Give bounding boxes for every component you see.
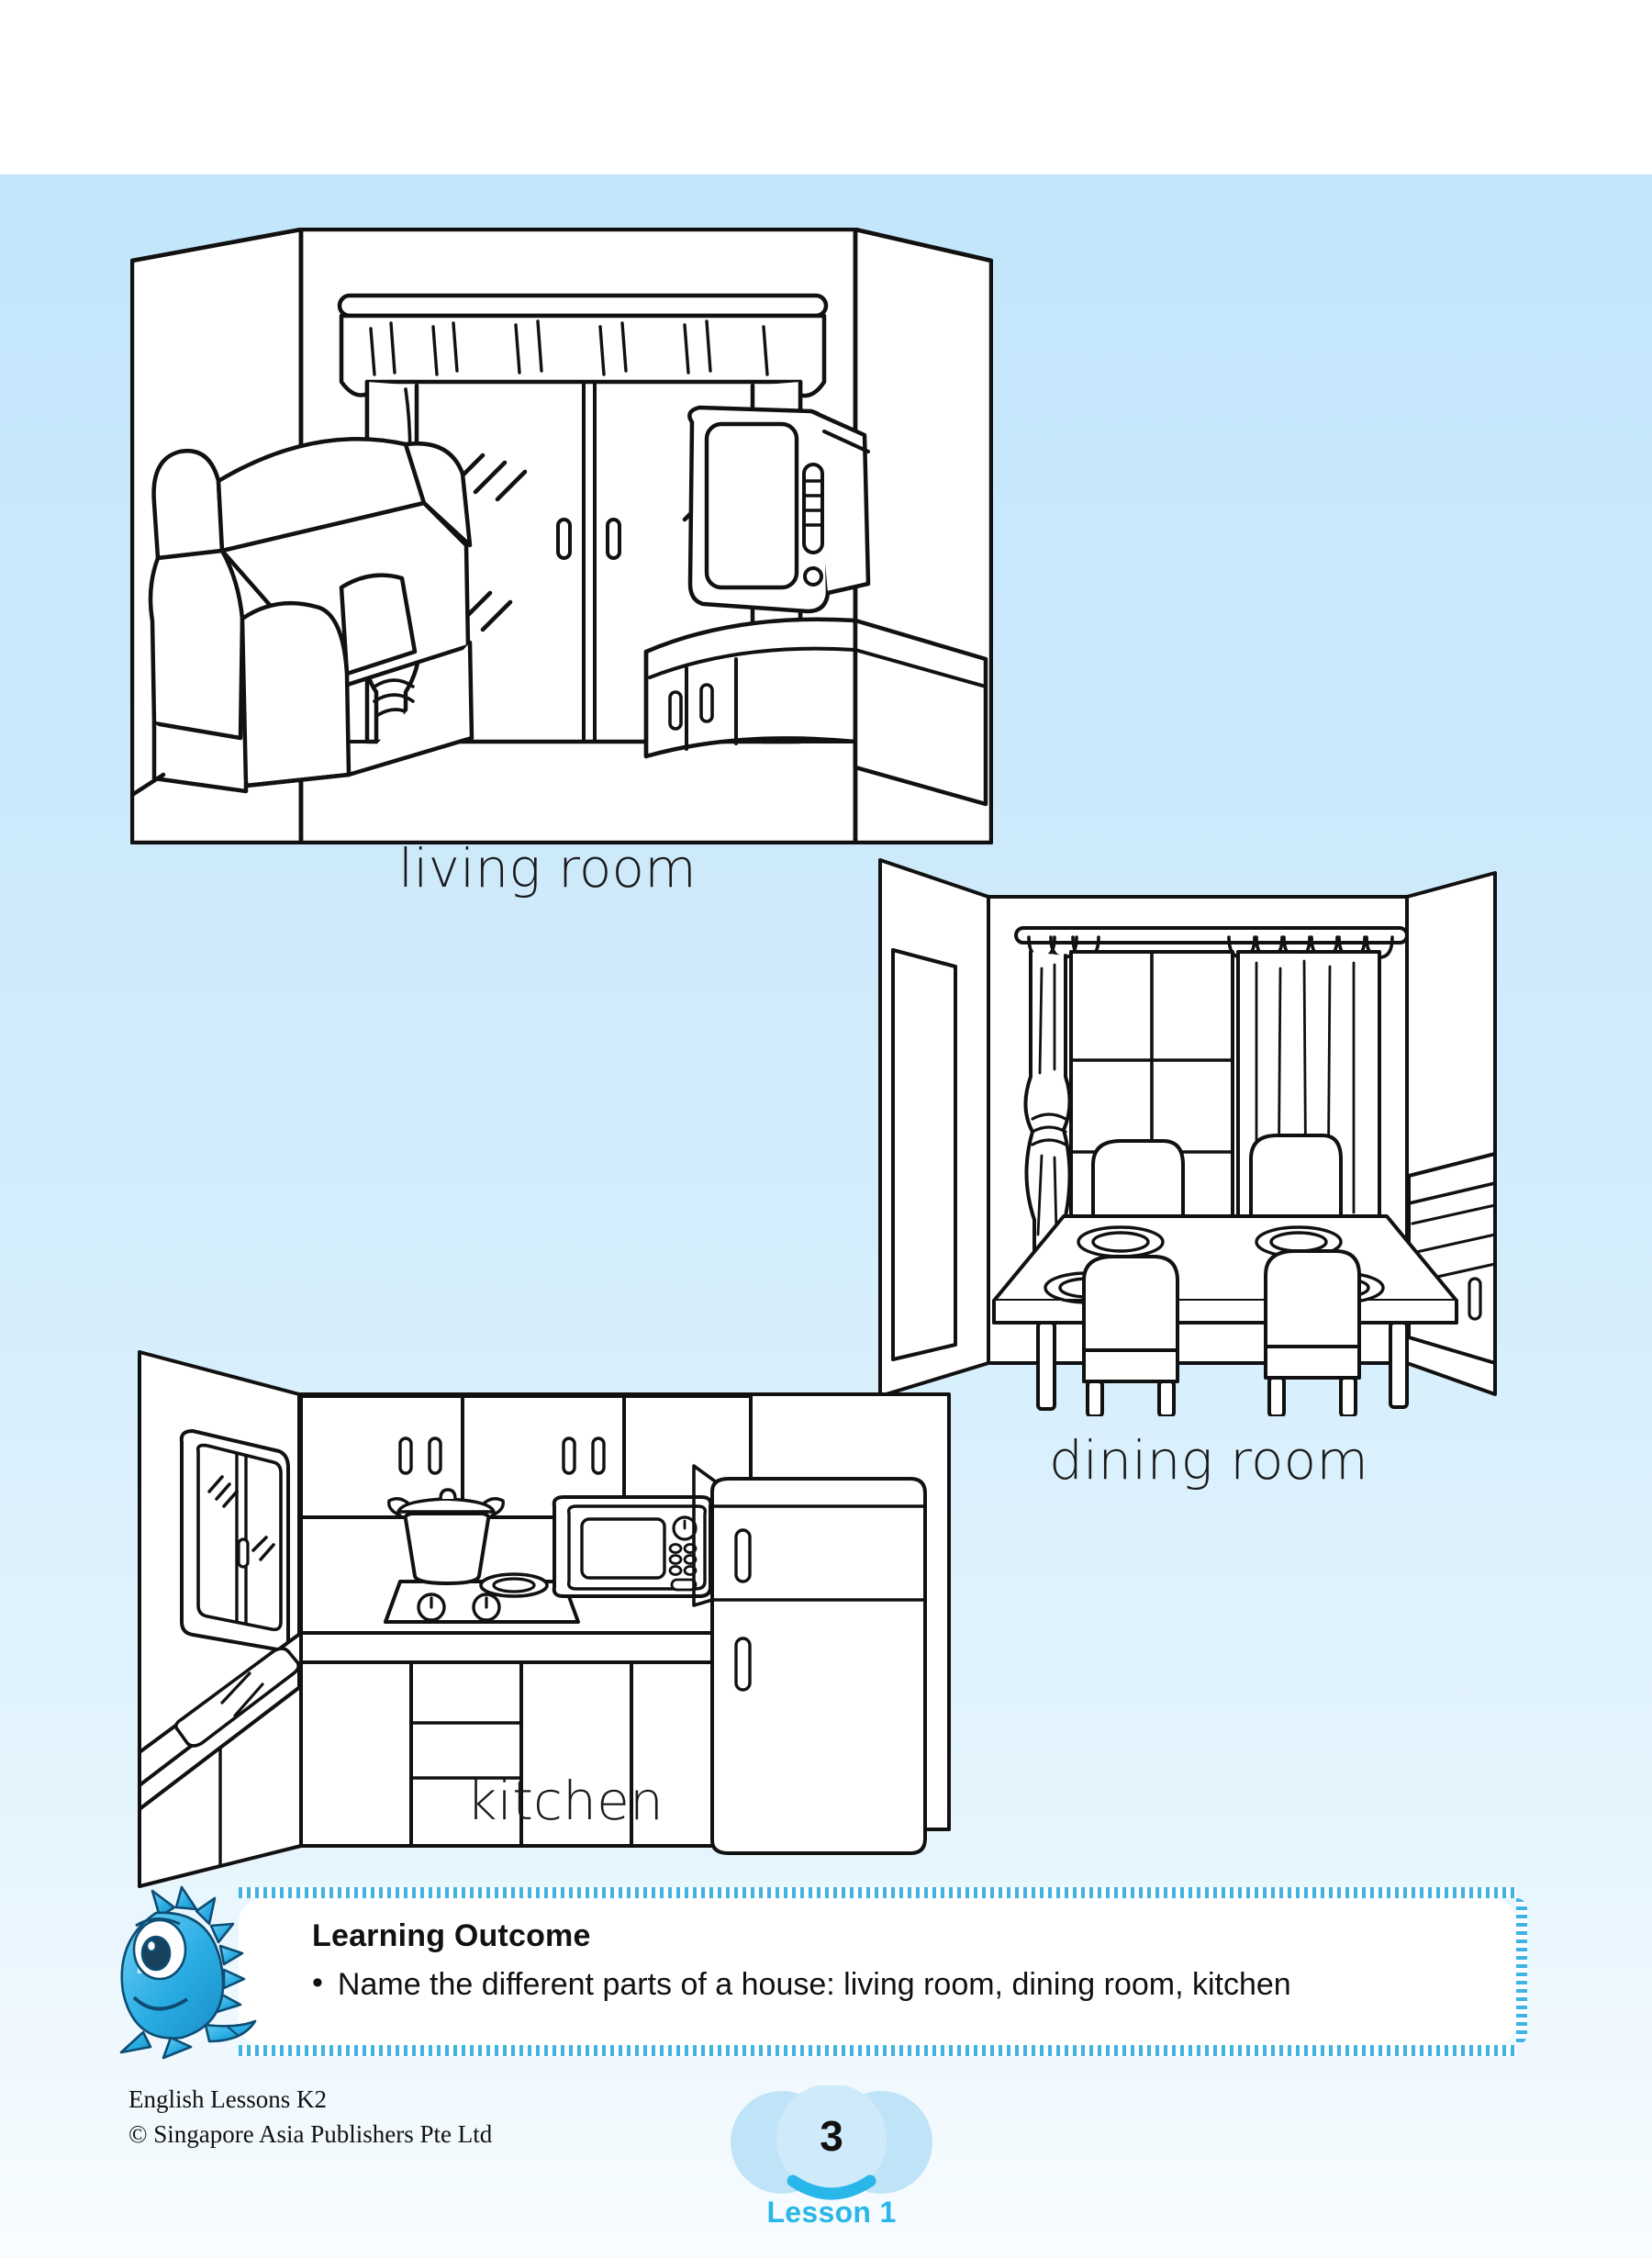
copyright-line: © Singapore Asia Publishers Pte Ltd [128,2120,493,2149]
learning-outcome-item-text: Name the different parts of a house: liv… [337,1967,1291,2002]
learning-outcome-section: Learning Outcome • Name the different pa… [103,1885,1527,2060]
book-title: English Lessons K2 [128,2085,327,2113]
bullet-icon: • [312,1965,323,2000]
illustration-living-room [130,228,993,844]
illustration-dining-room [876,849,1499,1416]
caption-living-room: living room [398,837,697,900]
caption-dining-room: dining room [1049,1429,1369,1492]
page-number: 3 [820,2112,843,2160]
lesson-label: Lesson 1 [766,2196,897,2229]
page-number-badge: 3 Lesson 1 [721,2085,942,2241]
footer-credit: English Lessons K2 © Singapore Asia Publ… [128,2082,492,2152]
caption-kitchen: kitchen [466,1770,664,1832]
fish-mascot-icon [103,1885,264,2060]
learning-outcome-item: • Name the different parts of a house: l… [312,1967,1479,2003]
learning-outcome-border-right [1516,1898,1527,2045]
learning-outcome-title: Learning Outcome [312,1918,591,1953]
learning-outcome-box: Learning Outcome • Name the different pa… [239,1887,1527,2056]
illustration-kitchen [136,1336,953,1894]
